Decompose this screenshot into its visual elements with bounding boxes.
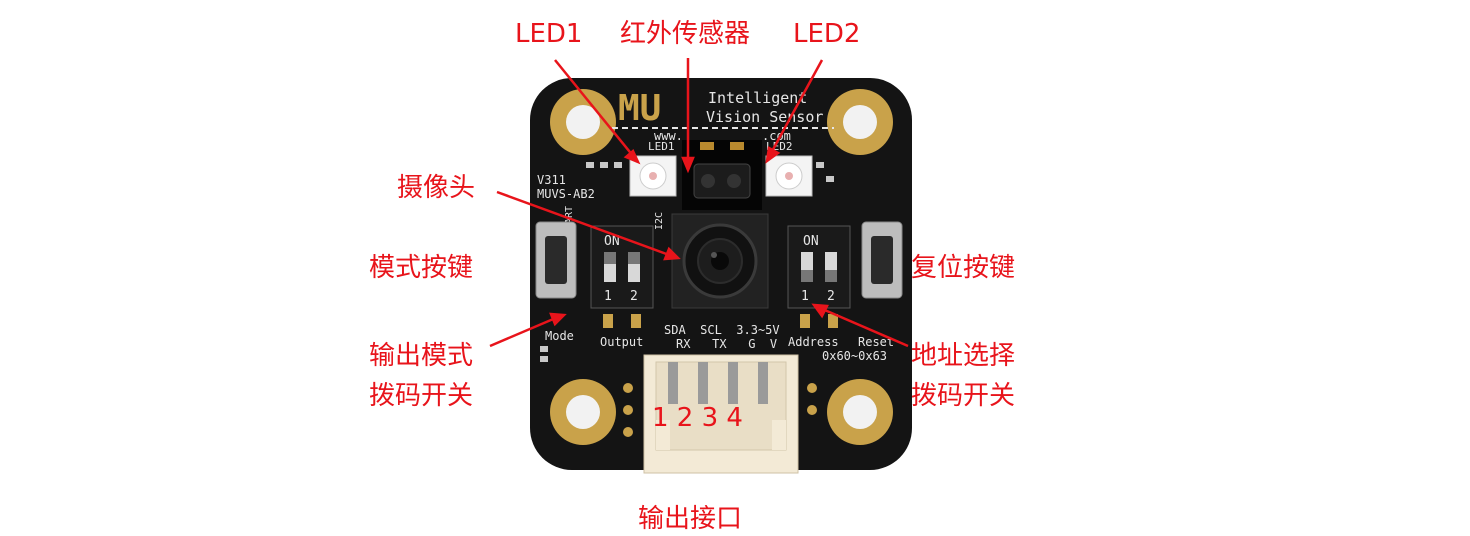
i2c-silkscreen: I2C <box>654 212 665 230</box>
callout-mode-key: 模式按键 <box>369 253 474 283</box>
address-dip-2-label: 2 <box>827 289 835 304</box>
output-dip-1-label: 1 <box>604 289 612 304</box>
callout-output-port: 输出接口 <box>638 504 743 534</box>
callout-connector-pins: 1 2 3 4 <box>652 403 743 433</box>
mounting-hole-top-left <box>550 89 616 155</box>
annotation-arrows <box>489 58 909 348</box>
callout-output-switch-line2: 拨码开关 <box>369 381 474 411</box>
board-title-line1: Intelligent <box>708 89 807 107</box>
arrow-led1 <box>554 59 639 163</box>
output-silkscreen: Output <box>600 335 643 349</box>
arrow-output-switch <box>489 315 559 348</box>
mode-silkscreen: Mode <box>545 329 574 343</box>
callout-led2: LED2 <box>793 19 861 49</box>
address-range-silkscreen: 0x60~0x63 <box>822 349 887 363</box>
mounting-hole-bottom-left <box>550 379 616 445</box>
output-dip-on-label: ON <box>604 234 620 249</box>
led1-component <box>629 155 677 197</box>
led1-silkscreen: LED1 <box>648 140 675 153</box>
callout-camera: 摄像头 <box>397 173 476 203</box>
mode-push-button <box>535 221 577 299</box>
pins-bottom-silkscreen: RX TX G V <box>676 337 777 351</box>
reset-push-button <box>861 221 903 299</box>
board-version-line2: MUVS-AB2 <box>537 187 595 201</box>
mounting-hole-bottom-right <box>827 379 893 445</box>
camera-component <box>671 213 769 309</box>
callout-ir-sensor: 红外传感器 <box>620 19 751 49</box>
arrow-address-switch <box>819 306 909 348</box>
arrow-camera <box>496 190 673 258</box>
output-connector <box>643 354 799 474</box>
callout-output-switch-line1: 输出模式 <box>369 341 474 371</box>
address-dip-on-label: ON <box>803 234 819 249</box>
pins-top-silkscreen: SDA SCL 3.3~5V <box>664 323 780 337</box>
output-dip-2-label: 2 <box>630 289 638 304</box>
board-version-line1: V311 <box>537 173 566 187</box>
reset-silkscreen: Reset <box>858 335 894 349</box>
mounting-hole-top-right <box>827 89 893 155</box>
callout-led1: LED1 <box>515 19 583 49</box>
output-mode-dip-switch <box>590 225 654 309</box>
arrow-led2 <box>768 59 824 156</box>
callout-address-switch-line1: 地址选择 <box>911 341 1016 371</box>
callout-reset-key: 复位按键 <box>911 253 1016 283</box>
board-url-prefix: www. <box>654 129 683 143</box>
address-dip-switch <box>787 225 851 309</box>
address-dip-1-label: 1 <box>801 289 809 304</box>
board-title-line2: Vision Sensor <box>706 108 823 126</box>
led2-component <box>765 155 813 197</box>
callout-address-switch-line2: 拨码开关 <box>911 381 1016 411</box>
address-silkscreen: Address <box>788 335 839 349</box>
ir-sensor-component <box>682 140 762 210</box>
board-logo: MU <box>618 88 661 129</box>
